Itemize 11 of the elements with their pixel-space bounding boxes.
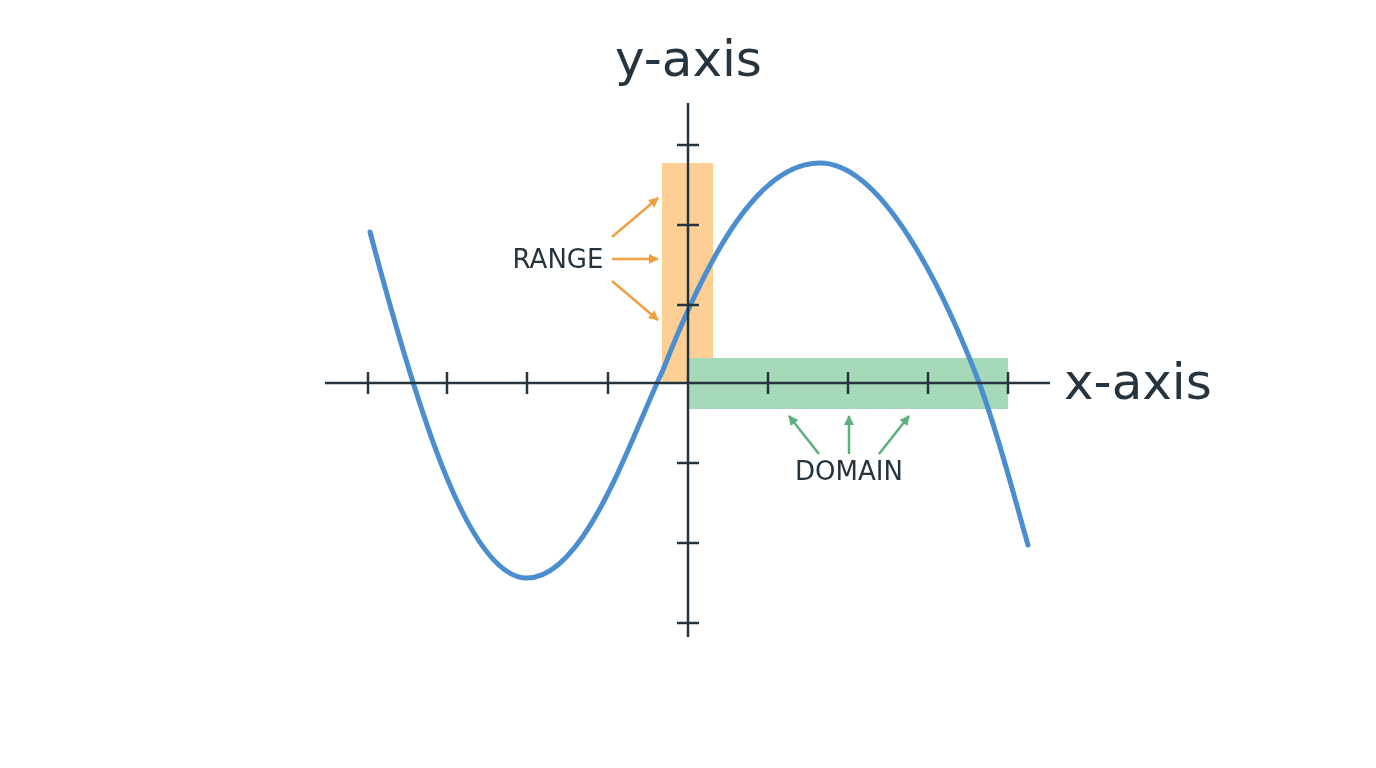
arrow	[878, 415, 910, 455]
arrow	[611, 197, 659, 238]
domain-label: DOMAIN	[790, 456, 908, 486]
arrow	[612, 254, 659, 264]
range-label: RANGE	[508, 244, 608, 274]
arrow	[788, 415, 820, 455]
axis-title: x-axis	[1064, 357, 1212, 407]
arrow	[611, 280, 659, 321]
axis-title: y-axis	[615, 34, 762, 84]
domain-band	[688, 358, 1008, 409]
arrow	[844, 415, 854, 454]
